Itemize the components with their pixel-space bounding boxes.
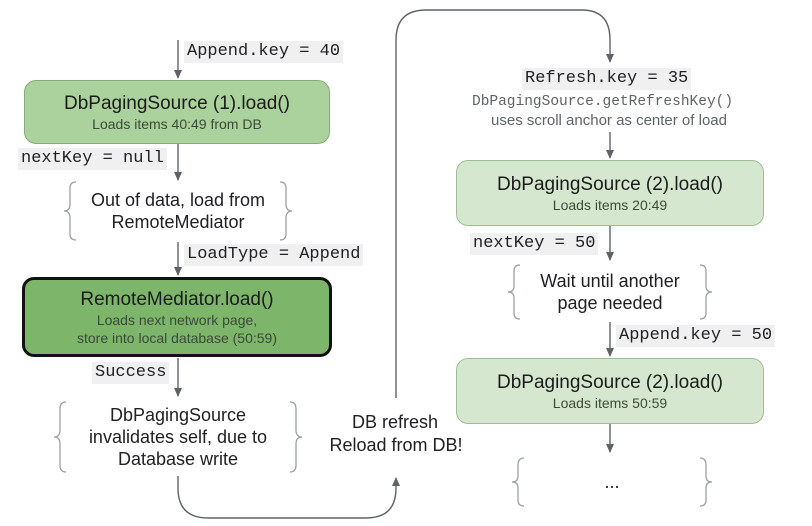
invalidates-self-text: DbPagingSource invalidates self, due to … [88, 405, 268, 469]
append-key-label: Append.key = 40 [184, 41, 344, 63]
out-of-data-text: Out of data, load from RemoteMediator [90, 190, 266, 232]
brace2-right [289, 401, 303, 473]
brace2-left [53, 401, 67, 473]
ellipsis-text: ... [604, 472, 620, 492]
continuation-note: ... [524, 458, 700, 506]
get-refresh-key-label: DbPagingSource.getRefreshKey() [472, 94, 734, 110]
brace4-left [511, 457, 525, 507]
wait-until-needed-text: Wait until another page needed [540, 271, 680, 313]
arrow-reload-to-right [395, 9, 614, 398]
node-title: DbPagingSource (1).load() [63, 92, 290, 114]
node-title: RemoteMediator.load() [80, 288, 274, 310]
node-subtitle: Loads items 40:49 from DB [92, 115, 262, 132]
arrow-db-refresh-loop [177, 476, 400, 519]
db-paging-source-2-refresh-node: DbPagingSource (2).load() Loads items 20… [456, 160, 764, 226]
db-paging-source-1-node: DbPagingSource (1).load() Loads items 40… [24, 80, 330, 144]
node-subtitle-line-2: store into local database (50:59) [76, 329, 277, 346]
append-key-50-label: Append.key = 50 [616, 325, 776, 347]
load-type-append-label: LoadType = Append [184, 244, 364, 266]
brace4-right [699, 457, 713, 507]
reload-from-db-label: Reload from DB! [329, 435, 463, 455]
brace3-left [507, 264, 521, 320]
db-refresh-label: DB refresh [351, 412, 439, 432]
out-of-data-note: Out of data, load from RemoteMediator [76, 182, 280, 240]
remote-mediator-node: RemoteMediator.load() Loads next network… [22, 277, 332, 357]
node-title: DbPagingSource (2).load() [496, 371, 723, 393]
node-subtitle-line-1: Loads next network page, [96, 311, 258, 328]
db-paging-source-2-append-node: DbPagingSource (2).load() Loads items 50… [456, 358, 764, 424]
brace1-right [279, 181, 293, 241]
scroll-anchor-note: uses scroll anchor as center of load [491, 112, 727, 129]
node-subtitle: Loads items 50:59 [552, 394, 668, 411]
brace1-left [63, 181, 77, 241]
invalidates-self-note: DbPagingSource invalidates self, due to … [66, 402, 290, 472]
node-subtitle: Loads items 20:49 [552, 196, 668, 213]
wait-until-needed-note: Wait until another page needed [520, 265, 700, 319]
brace3-right [699, 264, 713, 320]
refresh-key-label: Refresh.key = 35 [522, 68, 692, 90]
success-label: Success [92, 362, 170, 384]
node-title: DbPagingSource (2).load() [496, 173, 723, 195]
next-key-50-label: nextKey = 50 [470, 233, 599, 255]
next-key-null-label: nextKey = null [18, 148, 167, 170]
